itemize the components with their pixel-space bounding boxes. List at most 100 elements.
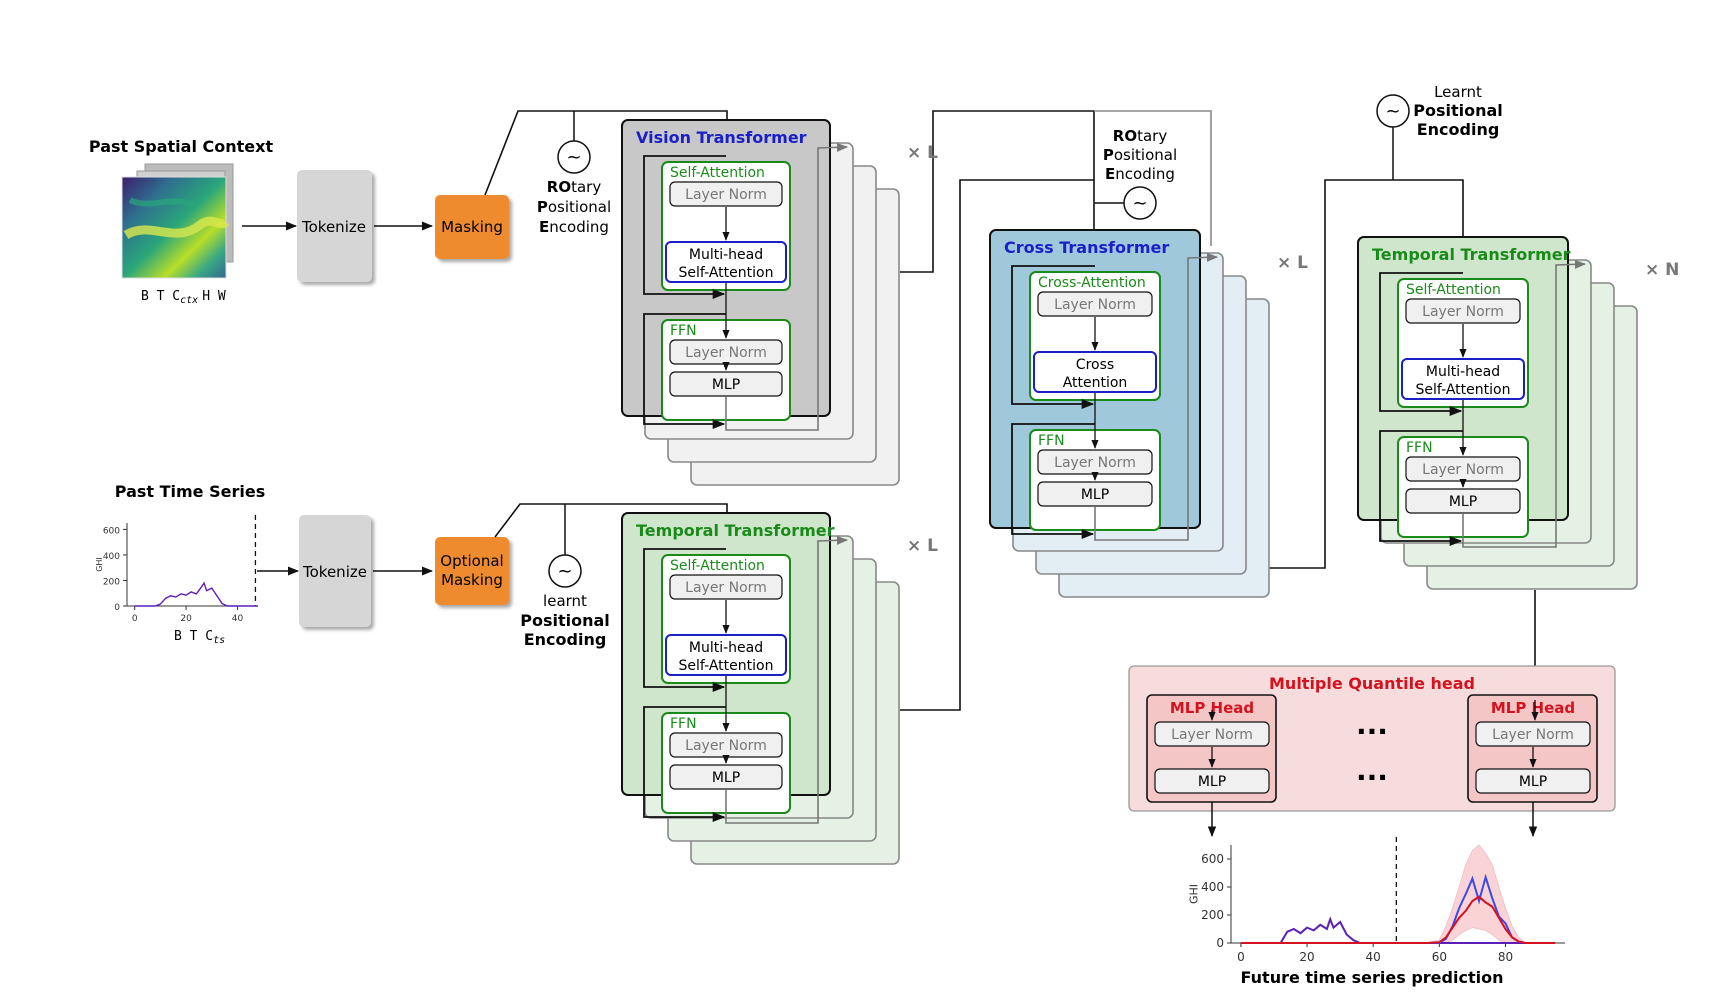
svg-text:Encoding: Encoding: [524, 630, 607, 649]
cross-transformer-stack: Cross Transformer× LCross-AttentionLayer…: [989, 229, 1308, 598]
y-tick-label: 0: [1216, 936, 1224, 950]
output-plot-xlabel: Future time series prediction: [1241, 968, 1504, 987]
mlp-box: [669, 764, 783, 790]
svg-text:Layer Norm: Layer Norm: [1171, 727, 1253, 743]
attention-box-line2: Self-Attention: [679, 265, 774, 281]
layer-norm-label: Layer Norm: [1422, 462, 1504, 478]
svg-text:ROtary: ROtary: [1113, 127, 1168, 145]
attention-label: Cross-Attention: [1038, 275, 1146, 291]
layer-norm-label: Layer Norm: [685, 580, 767, 596]
y-axis-label: GHI: [1187, 884, 1200, 904]
svg-text:Positional: Positional: [1413, 101, 1503, 120]
x-tick-label: 40: [232, 614, 244, 624]
ffn-label: FFN: [1038, 433, 1065, 449]
quantile-head: Multiple Quantile head MLP Head Layer No…: [1128, 665, 1616, 838]
ffn-label: FFN: [670, 323, 697, 339]
mlp-box: [1154, 768, 1270, 794]
attention-box: [1033, 351, 1157, 393]
residual-connection: [643, 548, 726, 693]
y-axis-label: GHI: [95, 557, 104, 572]
layer-norm-label: Layer Norm: [685, 187, 767, 203]
satellite-cloud-band-2: [128, 197, 197, 208]
mlp-label: MLP: [1081, 487, 1109, 503]
residual-connection: [1011, 265, 1095, 410]
rope-encoding-top: ~ ROtary Positional Encoding: [537, 111, 611, 236]
svg-text:Positional: Positional: [520, 611, 610, 630]
y-tick-label: 400: [1201, 880, 1224, 894]
optional-masking-block: Optional Masking: [435, 537, 509, 605]
mlp-box: [669, 371, 783, 397]
quantile-head-title: Multiple Quantile head: [1269, 674, 1475, 693]
mlp-label: MLP: [1449, 494, 1477, 510]
y-tick-label: 400: [103, 552, 120, 562]
layer-norm-box: [1405, 298, 1521, 324]
series-input-title: Past Time Series: [115, 482, 265, 501]
cross-kv-line: [1094, 110, 1212, 246]
x-tick-label: 80: [1498, 950, 1513, 964]
spatial-input-title: Past Spatial Context: [89, 137, 274, 156]
residual-connection: [643, 706, 726, 823]
y-tick-label: 0: [114, 603, 120, 613]
attention-box-line2: Attention: [1063, 375, 1128, 391]
svg-text:MLP: MLP: [1519, 774, 1547, 790]
svg-text:~: ~: [1385, 101, 1400, 122]
svg-text:~: ~: [1132, 193, 1147, 214]
x-tick-label: 20: [180, 614, 192, 624]
attention-box-line1: Multi-head: [1426, 364, 1500, 380]
optional-masking-line1: Optional: [440, 552, 503, 570]
learnt-encoding-bottom: ~ learnt Positional Encoding: [520, 504, 610, 649]
masking-block: Masking: [435, 195, 509, 259]
svg-text:Encoding: Encoding: [1417, 120, 1500, 139]
residual-connection: [1379, 272, 1463, 417]
svg-text:~: ~: [566, 147, 581, 168]
tokenize-top: Tokenize: [297, 170, 372, 282]
attention-label: Self-Attention: [1406, 282, 1501, 298]
attention-label: Self-Attention: [670, 558, 765, 574]
layer-loop: [725, 535, 849, 824]
ffn-label: FFN: [1406, 440, 1433, 456]
mlp-box: [1037, 481, 1153, 507]
block-title: Temporal Transformer: [1372, 245, 1571, 264]
svg-text:Encoding: Encoding: [1105, 165, 1175, 183]
attention-label: Self-Attention: [670, 165, 765, 181]
layer-norm-box: [1475, 721, 1591, 747]
residual-connection: [1011, 423, 1095, 540]
x-tick-label: 40: [1366, 950, 1381, 964]
attention-box-line1: Multi-head: [689, 640, 763, 656]
attention-box-line2: Self-Attention: [679, 658, 774, 674]
ellipsis-top: ...: [1356, 708, 1388, 741]
x-tick-label: 0: [132, 614, 138, 624]
attention-box: [665, 634, 787, 676]
series-line-2: [1240, 895, 1556, 944]
mlp-label: MLP: [712, 770, 740, 786]
repeat-label: × L: [907, 143, 938, 163]
mlp-head-right: MLP Head Layer Norm MLP: [1467, 694, 1598, 838]
repeat-label: × N: [1645, 260, 1679, 280]
layer-norm-box: [669, 574, 783, 600]
layer-norm-label: Layer Norm: [685, 345, 767, 361]
layer-loop: [1094, 252, 1219, 541]
layer-norm-label: Layer Norm: [685, 738, 767, 754]
satellite-cloud-band: [123, 216, 230, 240]
layer-norm-label: Layer Norm: [1422, 304, 1504, 320]
repeat-label: × L: [907, 536, 938, 556]
tokenize-bottom: Tokenize: [299, 515, 371, 627]
ellipsis-bottom: ...: [1356, 754, 1388, 787]
learnt-encoding-temporal: ~ Learnt Positional Encoding: [1376, 83, 1503, 180]
mlp-head-title: MLP Head: [1170, 699, 1254, 717]
block-title: Cross Transformer: [1004, 238, 1169, 257]
svg-text:learnt: learnt: [543, 592, 587, 610]
tokenize-top-label: Tokenize: [301, 218, 366, 236]
attention-box: [665, 241, 787, 283]
layer-norm-box: [669, 181, 783, 207]
attention-box: [1401, 358, 1525, 400]
layer-norm-label: Layer Norm: [1054, 455, 1136, 471]
vision-transformer-stack: Vision Transformer× LSelf-AttentionLayer…: [621, 119, 938, 486]
tokenize-bottom-label: Tokenize: [302, 563, 367, 581]
optional-masking-line2: Masking: [441, 571, 503, 589]
x-tick-label: 60: [1432, 950, 1447, 964]
attention-box-line2: Self-Attention: [1416, 382, 1511, 398]
